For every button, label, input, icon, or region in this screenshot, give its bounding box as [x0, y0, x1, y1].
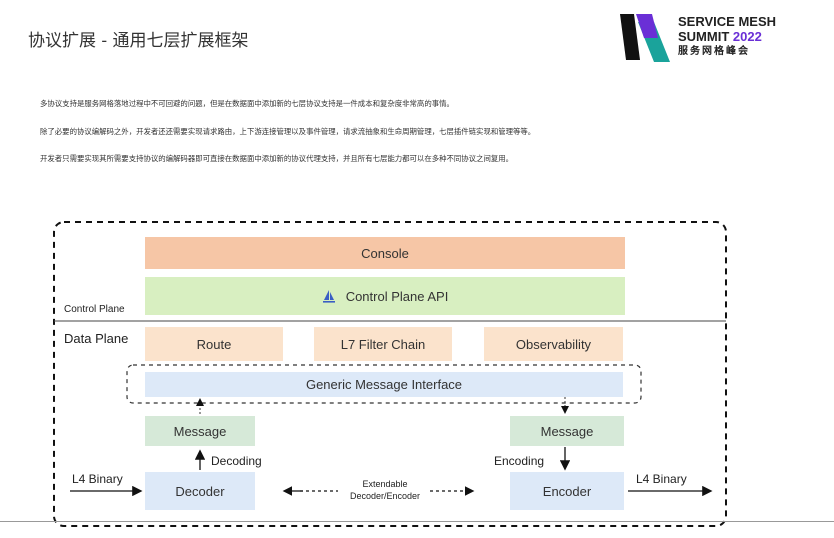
- l4-binary-in-label: L4 Binary: [72, 472, 123, 486]
- control-plane-label: Control Plane: [64, 304, 125, 315]
- console-box: Console: [145, 237, 625, 269]
- data-plane-label: Data Plane: [64, 331, 129, 346]
- route-box: Route: [145, 327, 283, 361]
- decoding-label: Decoding: [211, 454, 262, 468]
- decoder-box: Decoder: [145, 472, 255, 510]
- generic-message-interface-box: Generic Message Interface: [145, 372, 623, 397]
- extendable-label: Extendable Decoder/Encoder: [349, 479, 421, 501]
- encoder-box: Encoder: [510, 472, 624, 510]
- control-plane-api-box: Control Plane API: [145, 277, 625, 315]
- page-title: 协议扩展 - 通用七层扩展框架: [28, 31, 249, 51]
- outer-boundary: [53, 221, 727, 527]
- sail-icon: [322, 290, 335, 303]
- gmi-dashed-frame: [126, 364, 642, 404]
- l4-binary-out-label: L4 Binary: [636, 472, 687, 486]
- summit-logo-text: SERVICE MESH SUMMIT 2022 服务网格峰会: [678, 14, 777, 57]
- paragraph-1: 多协议支持是服务网格落地过程中不可回避的问题，但是在数据面中添加新的七层协议支持…: [40, 99, 454, 108]
- paragraph-3: 开发者只需要实现其所需要支持协议的编解码器即可直接在数据面中添加新的协议代理支持…: [40, 154, 514, 163]
- paragraph-2: 除了必要的协议编解码之外，开发者还还需要实现请求路由，上下游连接管理以及事件管理…: [40, 127, 536, 136]
- summit-logo-icon: [620, 14, 670, 62]
- message-left-box: Message: [145, 416, 255, 446]
- observability-box: Observability: [484, 327, 623, 361]
- filter-chain-box: L7 Filter Chain: [314, 327, 452, 361]
- encoding-label: Encoding: [494, 454, 545, 468]
- message-right-box: Message: [510, 416, 624, 446]
- footer-divider: [0, 521, 834, 522]
